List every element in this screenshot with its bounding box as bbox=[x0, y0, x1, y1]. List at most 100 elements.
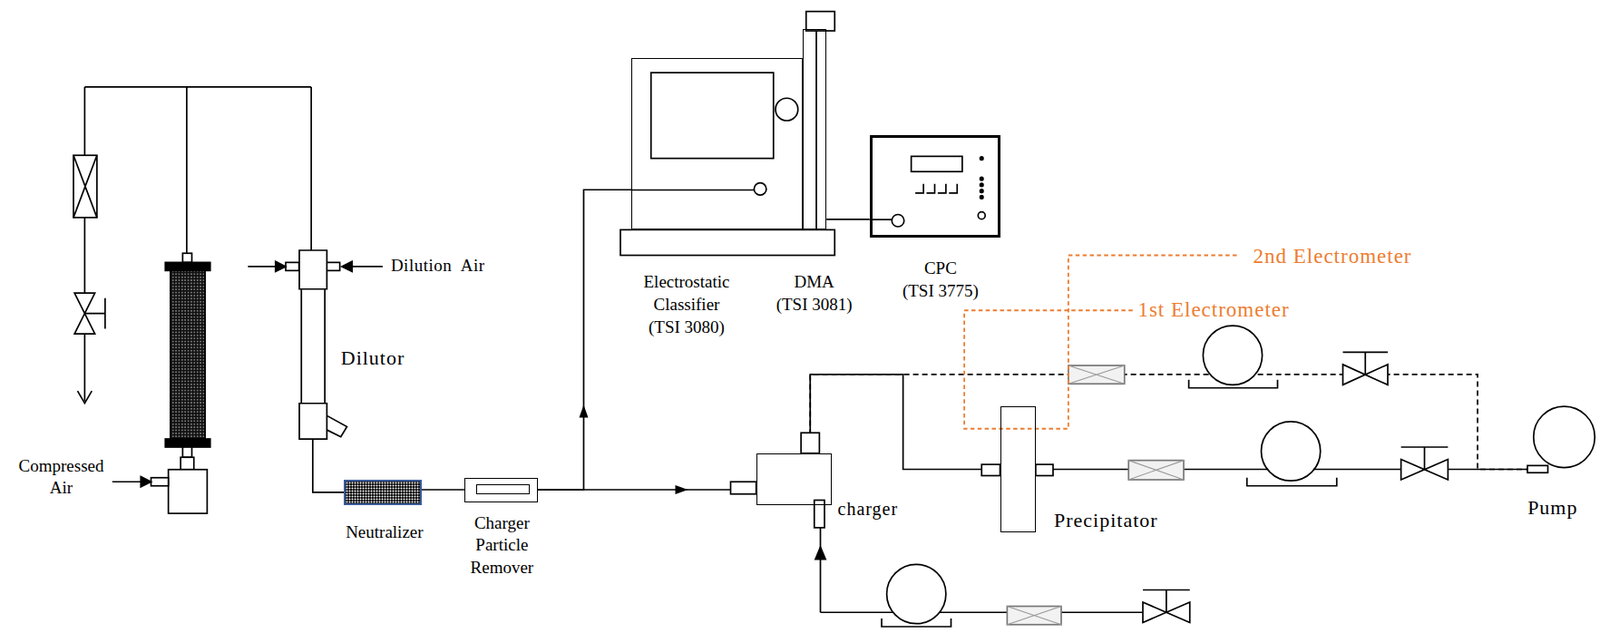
classifier-details bbox=[620, 229, 835, 255]
filter-symbol bbox=[73, 155, 98, 218]
main-line-symbols bbox=[1261, 421, 1321, 481]
cpc-details bbox=[977, 212, 986, 220]
flow-connector bbox=[421, 489, 465, 491]
main-line-symbols bbox=[1128, 421, 1448, 487]
atomizer-column bbox=[151, 478, 169, 487]
component-label: DMA bbox=[769, 271, 860, 294]
cpc-details bbox=[980, 183, 984, 186]
cpc-details bbox=[911, 156, 963, 172]
flow-connector bbox=[826, 218, 869, 220]
cpc-details bbox=[980, 189, 984, 193]
bypass-line-symbols bbox=[1068, 365, 1125, 384]
inner-tube bbox=[476, 484, 531, 495]
dilutor-ports bbox=[350, 265, 383, 268]
flow-connector bbox=[809, 374, 1000, 470]
classifier-details bbox=[815, 29, 818, 231]
cpc-details bbox=[980, 176, 984, 180]
electrometer-leads bbox=[964, 255, 1240, 430]
bypass-line-symbols bbox=[1068, 365, 1125, 384]
atomizer-column bbox=[182, 253, 192, 263]
flow-line bbox=[809, 374, 1528, 470]
pump-inlet bbox=[1527, 465, 1549, 473]
pump: Pump bbox=[1527, 405, 1595, 473]
dilutor-ports bbox=[247, 265, 278, 268]
precipitator-ports bbox=[981, 464, 1000, 476]
component-label: Precipitator bbox=[1053, 507, 1159, 535]
bypass-line-symbols bbox=[1202, 325, 1262, 385]
cpc-details bbox=[980, 195, 984, 199]
dma-column: DMA(TSI 3081) bbox=[802, 29, 827, 231]
neutralizer: Neutralizer bbox=[343, 479, 422, 506]
main-line-symbols bbox=[1247, 478, 1337, 487]
component-label: (TSI 3775) bbox=[895, 280, 986, 303]
electrostatic-classifier: Electrostatic Classifier(TSI 3080) bbox=[631, 58, 803, 230]
flow-connector bbox=[809, 374, 1528, 470]
component-label: (TSI 3080) bbox=[630, 316, 744, 340]
atomizer-column bbox=[170, 270, 205, 440]
arrow-head bbox=[675, 485, 689, 495]
charger-ports bbox=[731, 481, 757, 495]
filter-symbol bbox=[73, 155, 98, 218]
bypass-line-symbols bbox=[1189, 380, 1279, 389]
cpc-counter: CPC(TSI 3775) bbox=[869, 135, 1001, 239]
main-line-symbols bbox=[1401, 447, 1449, 470]
main-line-symbols bbox=[1128, 460, 1184, 480]
atomizer-column bbox=[112, 253, 211, 514]
cpc-details bbox=[980, 156, 984, 160]
electrometer-label: 2nd Electrometer bbox=[1253, 243, 1413, 271]
cpc-details bbox=[911, 156, 986, 219]
dilutor-shape bbox=[299, 402, 327, 439]
pump-shape bbox=[1527, 405, 1595, 473]
electrometer-label: 1st Electrometer bbox=[1137, 296, 1289, 324]
precipitator: Precipitator bbox=[1000, 406, 1036, 534]
classifier-details bbox=[775, 97, 799, 121]
atomizer-column bbox=[140, 477, 151, 488]
valve-symbol bbox=[84, 298, 106, 330]
atomizer-column bbox=[165, 262, 211, 271]
filter-symbol bbox=[73, 155, 98, 218]
charger-ports bbox=[731, 432, 826, 528]
charger-air-line bbox=[887, 564, 947, 624]
bypass-line-symbols bbox=[1068, 325, 1388, 389]
charger-air-line bbox=[815, 527, 1191, 627]
atomizer-column bbox=[182, 447, 192, 458]
main-line-symbols bbox=[1128, 460, 1184, 480]
precipitator-ports bbox=[1035, 464, 1054, 476]
inlet-label: Dilution Air bbox=[390, 254, 486, 278]
charged-particle-remover: Charger Particle Remover bbox=[464, 478, 538, 503]
classifier-details bbox=[620, 11, 905, 256]
electrometer-leads bbox=[964, 255, 1240, 430]
supply-line bbox=[78, 390, 93, 404]
inlet-label: Compressed Air bbox=[14, 455, 109, 500]
flow-line bbox=[826, 218, 869, 221]
component-label: Pump bbox=[1527, 495, 1578, 522]
flow-line bbox=[537, 189, 633, 490]
cpc-details bbox=[915, 184, 957, 194]
component-label: CPC bbox=[895, 257, 986, 281]
dilutor-ports bbox=[341, 261, 352, 272]
classifier-details bbox=[753, 183, 767, 196]
dilutor-ports bbox=[326, 262, 341, 271]
charger-air-line bbox=[1006, 606, 1062, 625]
flow-line bbox=[312, 439, 344, 493]
component-label: Dilutor bbox=[341, 345, 406, 372]
dilutor-ports bbox=[285, 262, 300, 271]
charger-air-line bbox=[815, 546, 826, 560]
charger-air-line bbox=[881, 618, 952, 627]
dilutor: Dilutor bbox=[299, 250, 327, 440]
dilutor-shape bbox=[299, 250, 327, 440]
atomizer-column bbox=[168, 469, 208, 514]
component-label: charger bbox=[838, 497, 899, 521]
valve-symbol bbox=[74, 292, 106, 334]
classifier-details bbox=[891, 214, 905, 228]
charger-air-line bbox=[1142, 590, 1191, 614]
dilutor-shape bbox=[299, 250, 327, 290]
charger-air-line bbox=[820, 527, 1167, 613]
flow-connector bbox=[312, 439, 344, 493]
component-label: Neutralizer bbox=[334, 521, 435, 545]
flow-connector bbox=[537, 189, 633, 490]
